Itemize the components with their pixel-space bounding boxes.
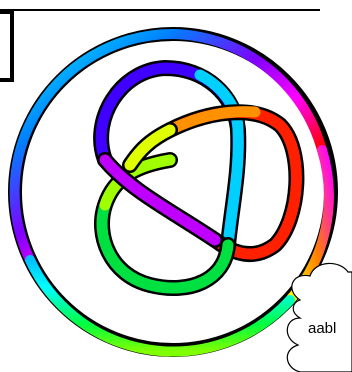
cloud-text: aabl [308, 320, 336, 337]
inner-knot [101, 68, 296, 288]
thought-cloud: aabl [287, 263, 352, 372]
outer-ring [15, 34, 331, 351]
